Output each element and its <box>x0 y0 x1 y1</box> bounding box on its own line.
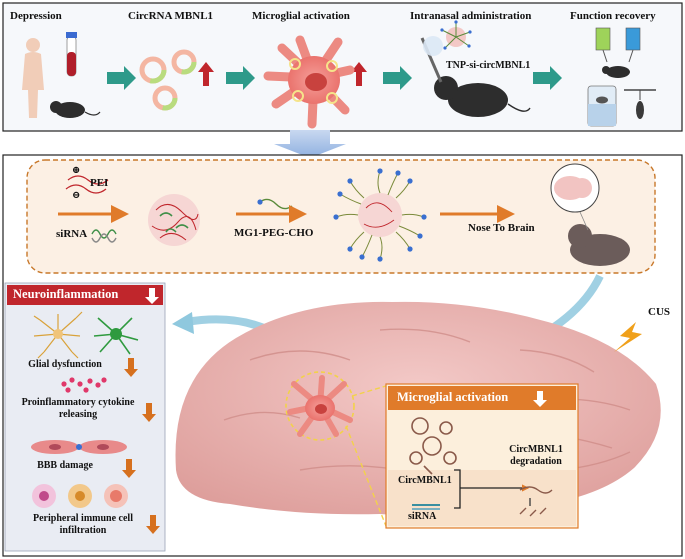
immune-cells-icon <box>32 484 128 508</box>
neuro-item-bbb: BBB damage <box>37 460 93 471</box>
cytokine-dots-icon <box>61 377 107 393</box>
neuro-title-down-arrow <box>145 288 159 304</box>
step-label-depression: Depression <box>10 10 62 22</box>
micro-inset-ground <box>388 470 576 526</box>
bbb-cells-icon <box>31 440 127 454</box>
plus-sign: ⊕ <box>72 165 81 176</box>
recovery-mouse-icon <box>602 66 630 78</box>
neuro-title-banner <box>7 285 163 305</box>
targeted-nanoparticle-icon <box>333 168 427 262</box>
sirna-strand-icon <box>412 504 440 510</box>
cus-label: CUS <box>648 306 671 318</box>
tnp-label: TNP-si-circMBNL1 <box>446 60 531 71</box>
blood-tube-icon <box>66 32 77 77</box>
human-figure-icon <box>22 38 44 118</box>
intranasal-mouse-icon <box>420 36 531 117</box>
sirna-label: siRNA <box>56 228 88 240</box>
micro-inset-title: Microglial activation <box>397 390 509 404</box>
nose-brain-mouse-icon <box>550 163 630 266</box>
micro-title-banner <box>388 386 576 410</box>
circrna-structure-icon <box>409 417 457 475</box>
swim-test-icon <box>587 85 617 127</box>
transition-arrow <box>274 130 346 158</box>
step-label-recovery: Function recovery <box>570 10 656 22</box>
synthesis-frame <box>26 159 656 274</box>
pei-label: PEI <box>90 177 109 189</box>
astrocyte-icon <box>33 311 83 359</box>
degradation-label: CircMBNL1 degradation <box>509 444 563 467</box>
pei-polymer-icon <box>65 175 109 194</box>
neuro-title: Neuroinflammation <box>13 287 119 301</box>
tail-suspension-icon <box>624 89 656 119</box>
step-label-microglial: Microglial activation <box>252 10 350 22</box>
sucrose-bottle-icon <box>595 27 641 63</box>
microglia-green-icon <box>93 317 139 355</box>
nose-to-brain-label: Nose To Brain <box>468 222 535 234</box>
microglia-cell-icon <box>263 35 355 129</box>
neuro-item-cytokine: Proinflammatory cytokine releasing <box>21 397 135 420</box>
up-arrow-icon <box>198 62 367 86</box>
brain-microglia-icon <box>285 371 355 441</box>
polyplex-icon <box>148 194 200 246</box>
down-arrow-icon <box>122 358 160 534</box>
nanoparticle-icon <box>440 20 472 50</box>
circrna-ring-icon <box>139 49 197 111</box>
bracket-lines <box>454 469 496 509</box>
step-label-intranasal: Intranasal administration <box>410 10 532 22</box>
mg1-peg-cho-label: MG1-PEG-CHO <box>234 227 314 239</box>
lightning-icon <box>614 322 642 352</box>
micro-title-down-arrow <box>533 391 547 407</box>
sirna-helix-icon <box>91 229 117 243</box>
circmbnl1-label: CircMBNL1 <box>398 475 452 486</box>
flow-arrow <box>107 66 562 90</box>
degraded-rna-icon <box>519 486 553 517</box>
inset-sirna-label: siRNA <box>408 511 437 522</box>
mouse-icon <box>50 101 101 118</box>
minus-sign: ⊖ <box>72 190 81 201</box>
zoom-lines <box>345 385 387 527</box>
step-label-circrna: CircRNA MBNL1 <box>128 10 214 22</box>
peg-chain-icon <box>257 198 293 210</box>
effect-arrow-head <box>172 312 194 334</box>
neuro-item-immune: Peripheral immune cell infiltration <box>33 513 133 536</box>
neuro-item-glial: Glial dysfunction <box>28 359 102 370</box>
